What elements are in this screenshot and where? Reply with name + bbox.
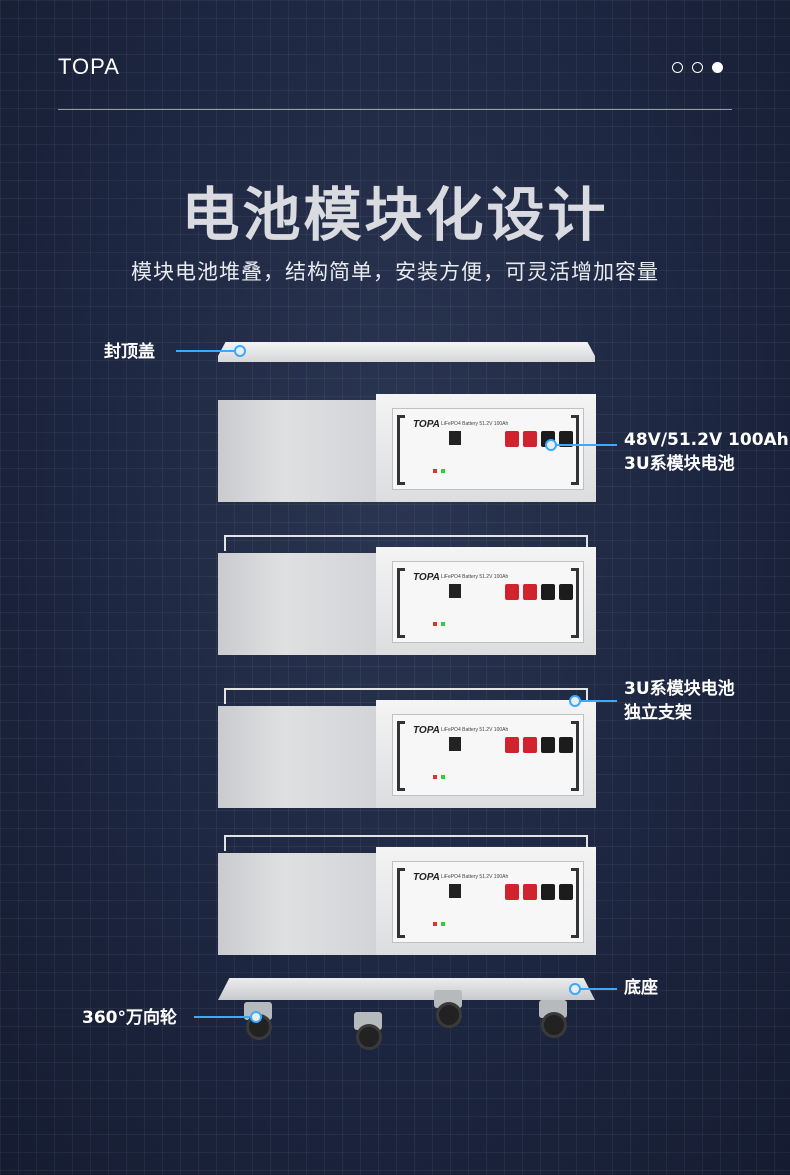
module-panel: TOPA LiFePO4 Battery 51.2V 100Ah [392,561,584,643]
callout-module-spec-line1: 48V/51.2V 100Ah [624,430,789,450]
handle-right [571,721,579,791]
negative-terminal [541,884,555,900]
positive-terminal [505,431,519,447]
module-side [218,853,383,955]
status-led [441,622,445,626]
page-dot-2[interactable] [692,62,703,73]
page-dot-1[interactable] [672,62,683,73]
handle-right [571,415,579,485]
callout-top-cover: 封顶盖 [104,342,155,362]
callout-line [579,700,617,702]
handle-left [397,415,405,485]
status-led [433,922,437,926]
callout-base: 底座 [624,978,658,998]
negative-terminal [541,737,555,753]
module-front: TOPA LiFePO4 Battery 51.2V 100Ah [376,847,596,955]
caster-wheel [430,990,466,1028]
negative-terminal [559,737,573,753]
positive-terminal [523,737,537,753]
panel-logo: TOPA [413,725,440,736]
battery-module-2: TOPA LiFePO4 Battery 51.2V 100Ah [218,535,596,655]
panel-logo: TOPA [413,419,440,430]
battery-module-4: TOPA LiFePO4 Battery 51.2V 100Ah [218,835,596,955]
panel-model: LiFePO4 Battery 51.2V 100Ah [441,421,509,427]
panel-model: LiFePO4 Battery 51.2V 100Ah [441,874,509,880]
brand-name: TOPA [58,54,120,79]
positive-terminal [505,884,519,900]
callout-line [194,1016,252,1018]
negative-terminal [541,584,555,600]
positive-terminal [523,584,537,600]
callout-module-spec-line2: 3U系模块电池 [624,454,735,474]
header-divider [58,109,732,110]
module-front: TOPA LiFePO4 Battery 51.2V 100Ah [376,547,596,655]
positive-terminal [523,431,537,447]
caster-wheel [535,1000,571,1038]
callout-bracket-line2: 独立支架 [624,703,692,723]
negative-terminal [559,884,573,900]
module-side [218,400,383,502]
top-cover-part [218,342,595,362]
battery-module-3: TOPA LiFePO4 Battery 51.2V 100Ah [218,688,596,808]
status-led [433,775,437,779]
callout-line [579,988,617,990]
page-indicator [672,62,723,73]
status-led [433,469,437,473]
module-front: TOPA LiFePO4 Battery 51.2V 100Ah [376,394,596,502]
handle-left [397,721,405,791]
handle-right [571,868,579,938]
power-switch [449,737,461,751]
panel-logo: TOPA [413,572,440,583]
module-panel: TOPA LiFePO4 Battery 51.2V 100Ah [392,861,584,943]
module-side [218,706,383,808]
callout-bracket: 3U系模块电池 独立支架 [624,677,735,725]
power-switch [449,584,461,598]
status-led [441,775,445,779]
page-subtitle: 模块电池堆叠，结构简单，安装方便，可灵活增加容量 [131,260,659,284]
page-dot-3-active[interactable] [712,62,723,73]
positive-terminal [523,884,537,900]
power-switch [449,884,461,898]
module-panel: TOPA LiFePO4 Battery 51.2V 100Ah [392,714,584,796]
callout-line [555,444,617,446]
module-frame [224,835,588,851]
callout-module-spec: 48V/51.2V 100Ah 3U系模块电池 [624,428,789,476]
module-frame [224,535,588,551]
caster-wheel [350,1012,386,1050]
callout-bracket-line1: 3U系模块电池 [624,679,735,699]
callout-node [234,345,246,357]
status-led [433,622,437,626]
module-front: TOPA LiFePO4 Battery 51.2V 100Ah [376,700,596,808]
module-side [218,553,383,655]
handle-right [571,568,579,638]
panel-logo: TOPA [413,872,440,883]
negative-terminal [559,431,573,447]
status-led [441,469,445,473]
callout-node [250,1011,262,1023]
power-switch [449,431,461,445]
handle-left [397,568,405,638]
base-part [218,970,595,1010]
callout-casters: 360°万向轮 [82,1008,177,1028]
panel-model: LiFePO4 Battery 51.2V 100Ah [441,574,509,580]
page-title: 电池模块化设计 [181,181,609,249]
negative-terminal [559,584,573,600]
base-plate [218,978,595,1000]
handle-left [397,868,405,938]
battery-module-1: TOPA LiFePO4 Battery 51.2V 100Ah [218,392,596,502]
panel-model: LiFePO4 Battery 51.2V 100Ah [441,727,509,733]
callout-line [176,350,238,352]
status-led [441,922,445,926]
positive-terminal [505,737,519,753]
module-frame [224,688,588,704]
positive-terminal [505,584,519,600]
